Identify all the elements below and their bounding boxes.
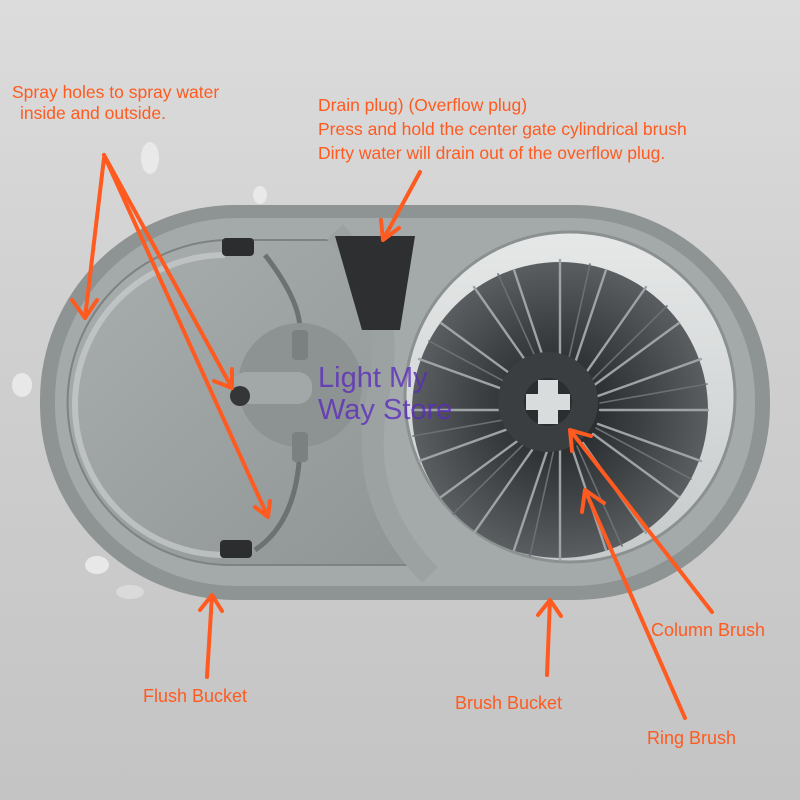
brush-bucket-label: Brush Bucket [455,693,563,713]
flush-bucket-label: Flush Bucket [143,686,248,706]
spray-arrow-bottom [102,153,272,519]
watermark-line2: Way Store [318,394,453,426]
drain-plug-label: Drain plug) (Overflow plug) Press and ho… [318,93,687,165]
spray-holes-label-line1: Spray holes to spray water [12,82,220,102]
column-arrow [568,428,714,614]
spray-arrow-left [70,156,106,320]
ring-brush-label: Ring Brush [647,728,737,748]
spray-holes-label-line2: inside and outside. [20,103,166,123]
spray-holes-label: Spray holes to spray water inside and ou… [12,82,219,124]
overflow-plug-slot [335,236,415,330]
drain-plug-label-line2: Press and hold the center gate cylindric… [318,119,687,139]
annotation-arrows [70,153,714,720]
ring-arrow [580,488,687,720]
column-brush [498,352,598,452]
brush-arrow [536,598,563,677]
drain-plug-label-line3: Dirty water will drain out of the overfl… [318,143,666,163]
drain-arrow [379,170,422,242]
spray-arrow-center [102,153,234,390]
flush-arrow [198,593,224,679]
spray-pipe-assembly [220,238,362,558]
water-droplets [12,142,267,599]
store-watermark: Light My Way Store [318,362,452,426]
watermark-line1: Light My [318,362,428,394]
drain-plug-label-line1: Drain plug) (Overflow plug) [318,95,528,115]
column-brush-label: Column Brush [651,620,766,640]
